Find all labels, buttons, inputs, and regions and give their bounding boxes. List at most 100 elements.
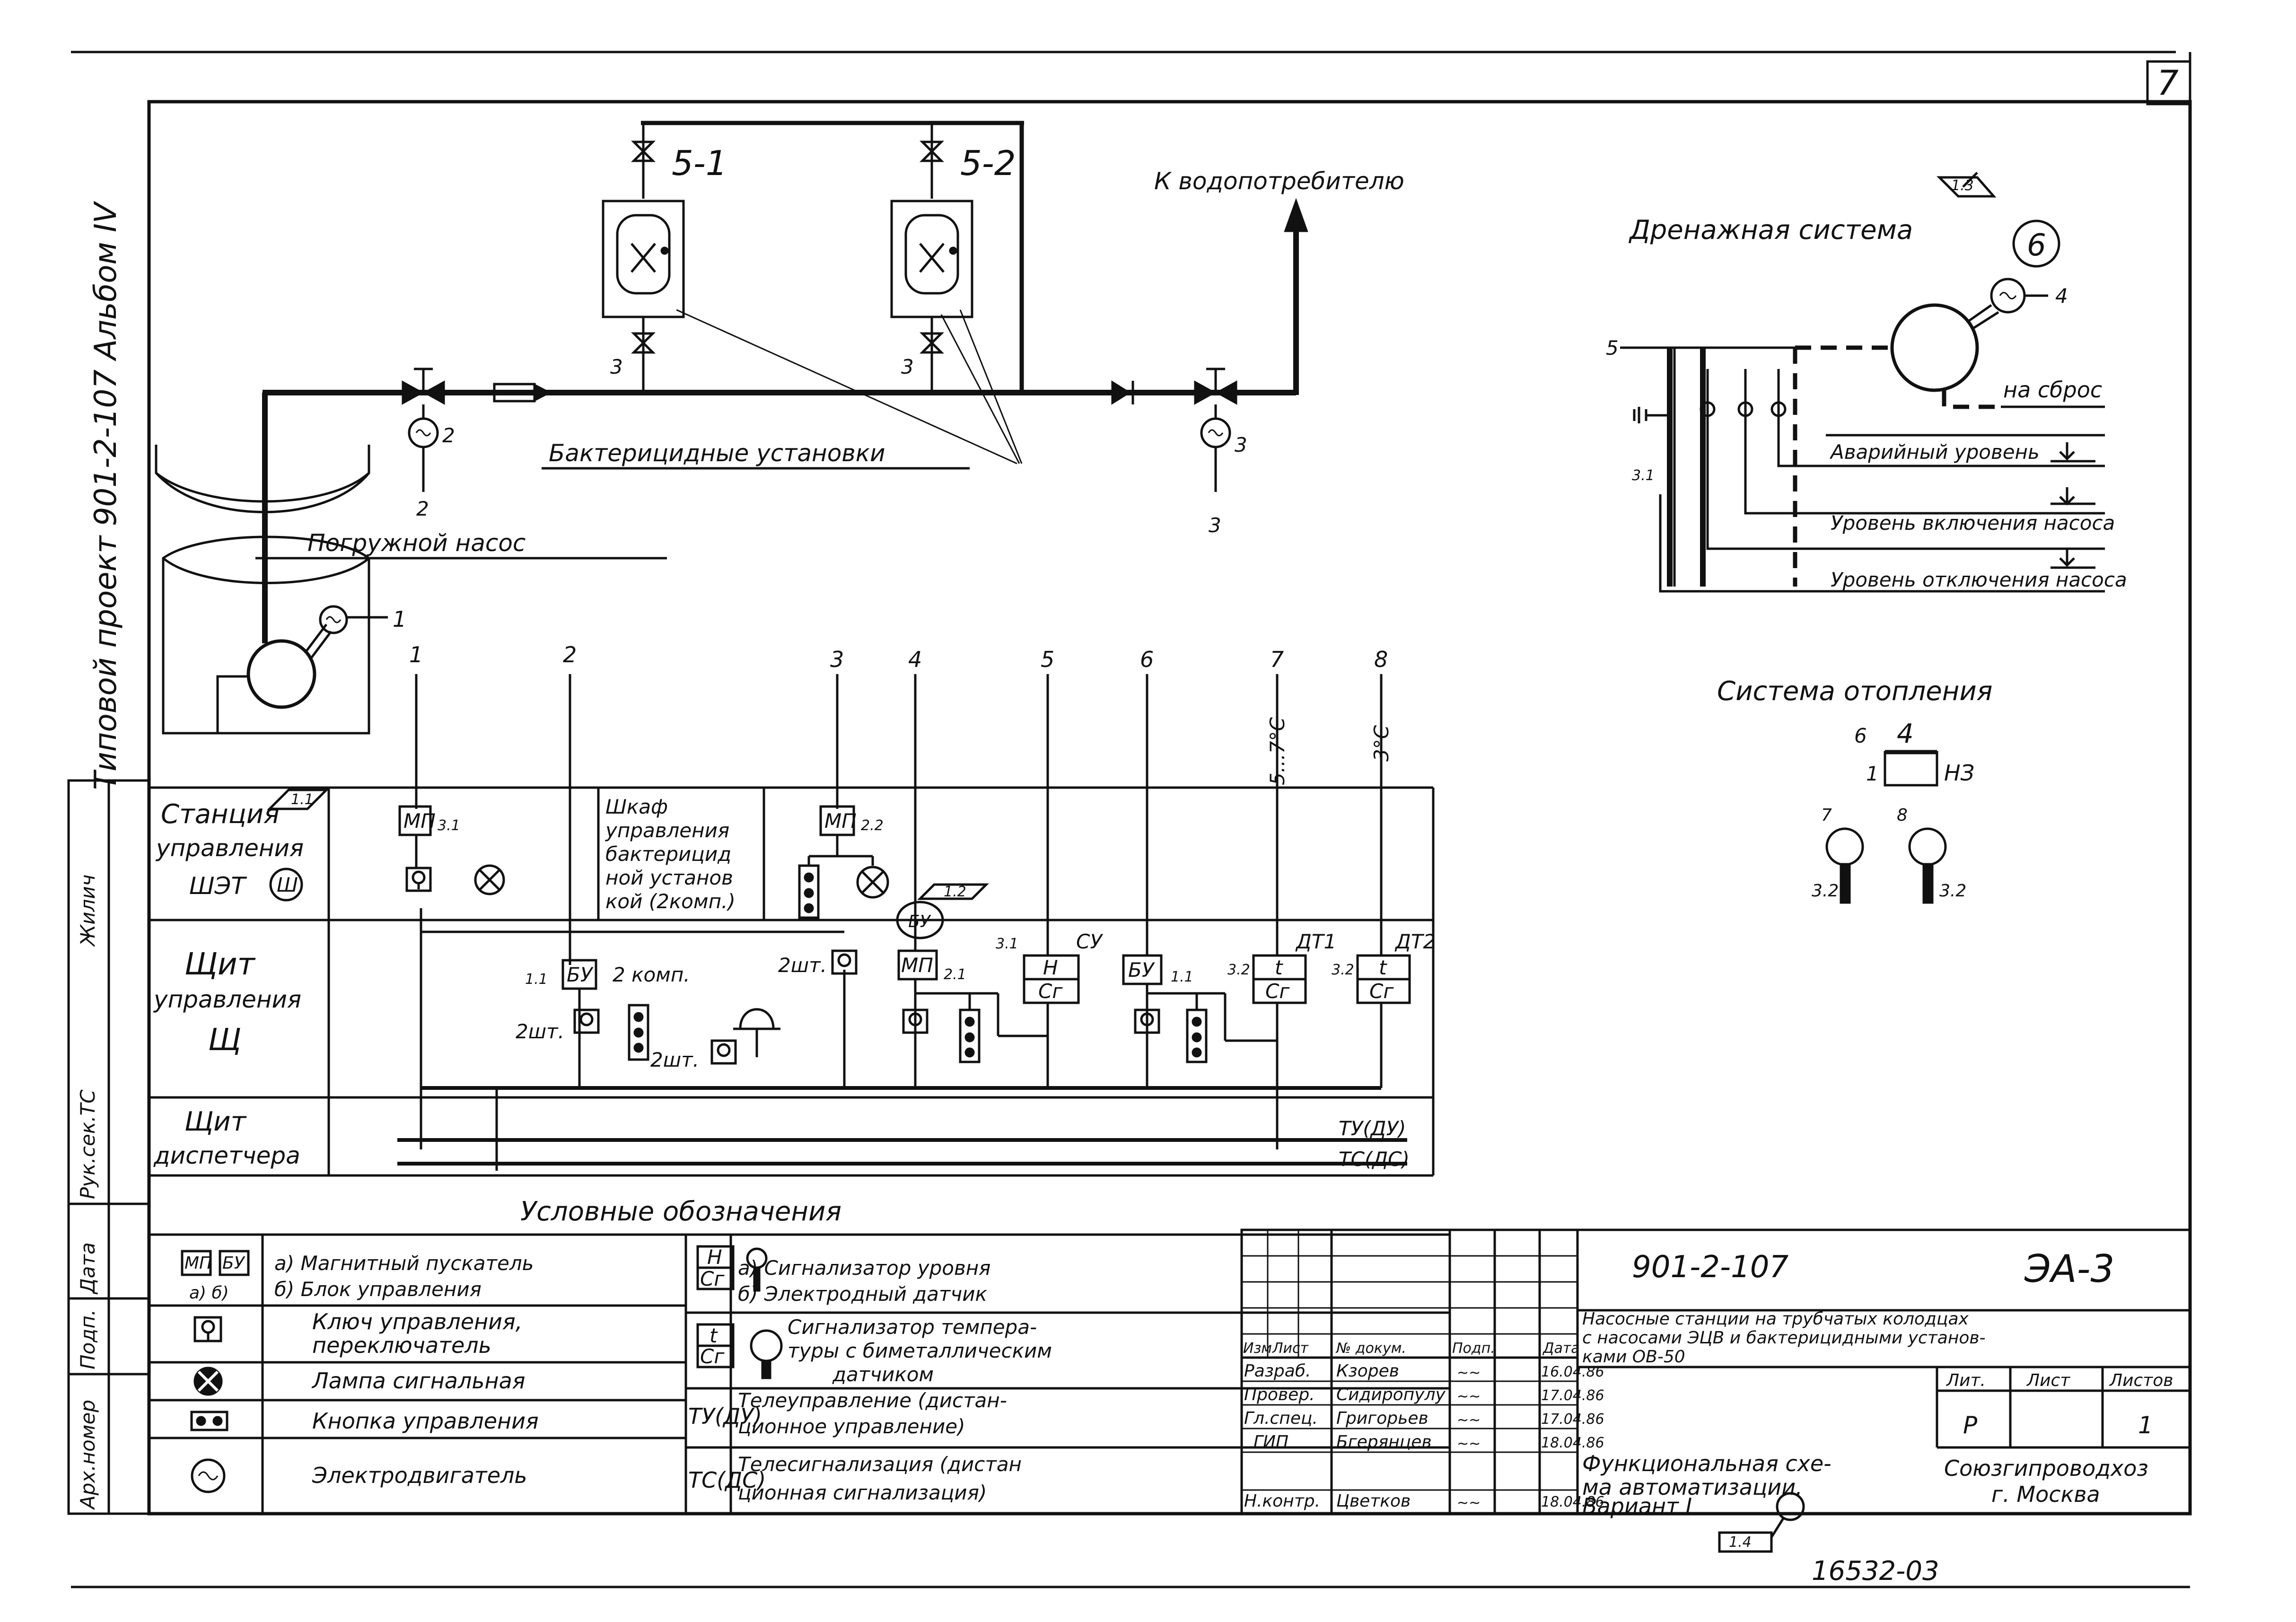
heating-tag-top: 4 [1897, 719, 1914, 749]
motor-tag-2: 2 [442, 424, 455, 447]
consumer-caption: К водопотребителю [1154, 167, 1404, 195]
col-7: 7 [1270, 647, 1284, 672]
tb-h-izm: Изм [1243, 1340, 1272, 1357]
su-bot: Сг [1038, 980, 1063, 1003]
org-1: Союзгипроводхоз [1944, 1455, 2148, 1481]
album-title: Типовой проект 901-2-107 Альбом IV [88, 201, 123, 790]
lit-v-3: 1 [2138, 1412, 2153, 1439]
bactericidal-unit-2 [890, 123, 1024, 393]
su-tag: 3.1 [996, 936, 1018, 952]
col-2: 2 [563, 642, 577, 667]
tb-date-3: 17.04.86 [1541, 1411, 1604, 1428]
unit-tag-3a: 3 [610, 355, 623, 378]
legend-text-6a: а) Сигнализатор уровня [738, 1256, 990, 1280]
unit-tag-3b: 3 [901, 355, 914, 378]
heating-tag-left: 6 [1854, 724, 1867, 747]
panel-devices [561, 883, 1411, 1065]
mp-2: МП [824, 809, 857, 833]
heating-title: Система отопления [1717, 676, 1992, 707]
legend-text-8b: ционное управление) [738, 1415, 965, 1438]
motor-3 [1200, 417, 1231, 492]
dt1-label: ДТ1 [1295, 930, 1336, 953]
legend-t-sym: t [710, 1324, 718, 1347]
tb-role-1: Разраб. [1244, 1361, 1311, 1381]
mp-2-tag: 2.2 [861, 817, 884, 834]
tb-role-2: Провер. [1244, 1385, 1315, 1404]
legend-text-9b: ционная сигнализация) [738, 1481, 987, 1504]
drainage-level-3: Уровень отключения насоса [1831, 568, 2127, 591]
tb-date-5: 18.04.86 [1541, 1494, 1604, 1510]
tb-h-doc: № докум. [1335, 1340, 1406, 1357]
tb-sig-3: ~~ [1457, 1412, 1481, 1429]
legend-text-1b: б) Блок управления [274, 1278, 482, 1301]
bu-ref: 1.2 [944, 884, 966, 900]
qty-3: 2шт. [778, 954, 827, 977]
lit-h-1: Лит. [1945, 1371, 1986, 1390]
left-approval-strip [67, 779, 150, 1515]
stamp-number: 16532-03 [1812, 1556, 1939, 1587]
strip-name: Жилич [76, 875, 99, 948]
legend-mp-sym: МП [184, 1254, 212, 1273]
legend-cr2-sym: Сг [700, 1345, 725, 1368]
motor-tag-1: 1 [393, 606, 406, 632]
row-station-2: управления [155, 834, 304, 862]
dt2-label: ДТ2 [1394, 930, 1436, 953]
heating-tag-one: 1 [1866, 762, 1879, 785]
drainage-title: Дренажная система [1628, 215, 1913, 245]
col-5: 5 [1041, 647, 1054, 672]
su-label: СУ [1076, 930, 1103, 953]
tb-name-2: Сидиропулу [1336, 1385, 1446, 1404]
legend-text-9a: Телесигнализация (дистан [738, 1453, 1022, 1476]
lit-v-1: Р [1963, 1412, 1978, 1439]
tb-title-3: Вариант I [1582, 1493, 1692, 1519]
row-dispatch-2: диспетчера [153, 1142, 300, 1169]
legend-text-8a: Телеуправление (дистан- [738, 1389, 1007, 1412]
bactericidal-unit-1 [602, 121, 1024, 393]
bu-1: БУ [567, 963, 594, 986]
qty-2: 2шт. [650, 1048, 699, 1071]
bu-1-tag: 1.1 [525, 971, 548, 988]
row-station-badge-text: Ш [277, 873, 298, 896]
dt1-top: t [1275, 956, 1283, 979]
dt1-bot: Сг [1265, 980, 1290, 1003]
station-devices [398, 805, 889, 919]
tb-sig-5: ~~ [1457, 1495, 1481, 1511]
heating-sensor-7: 7 [1821, 806, 1832, 825]
legend-text-7c: датчиком [832, 1363, 934, 1386]
strip-sign: Подп. [76, 1309, 99, 1369]
legend-text-2b: переключатель [312, 1333, 491, 1358]
drainage-motor-tag: 4 [2055, 284, 2068, 307]
heating-sensor-8: 8 [1897, 806, 1908, 825]
tb-subject-3: ками ОВ-50 [1582, 1347, 1685, 1367]
legend-cr-sym: Сг [700, 1267, 725, 1290]
dt1-tag: 3.2 [1227, 962, 1250, 978]
tb-sig-4: ~~ [1457, 1436, 1481, 1452]
dt2-bot: Сг [1369, 980, 1394, 1003]
bu-2-tag: 1.1 [1171, 969, 1193, 985]
row-station-badge [269, 868, 303, 902]
heating-tag-no: НЗ [1944, 760, 1974, 786]
mp-1-tag: 3.1 [438, 817, 460, 834]
variant-ref-box [1718, 1531, 1773, 1553]
drainage-node-tag: 3.1 [1632, 467, 1655, 484]
row-panel-1: Щит [184, 947, 256, 982]
legend-ts-sym: ТС(ДС) [688, 1467, 766, 1493]
legend-text-7b: туры с биметаллическим [788, 1339, 1052, 1362]
legend-title: Условные обозначения [520, 1196, 841, 1227]
control-matrix-grid [149, 674, 1435, 1177]
row-station-ref: 1.1 [291, 791, 314, 808]
legend-tu-sym: ТУ(ДУ) [688, 1403, 762, 1429]
row-panel-2: управления [153, 986, 301, 1013]
tb-h-sign: Подп. [1452, 1340, 1495, 1357]
mp-1: МП [403, 809, 436, 833]
col-8-temp: 3°С [1370, 725, 1393, 762]
unit-label-5-2: 5-2 [960, 143, 1016, 183]
row-station-3: ШЭТ [189, 872, 247, 900]
tb-name-5: Цветков [1336, 1491, 1411, 1511]
tb-name-1: Кзорев [1336, 1361, 1399, 1381]
cabinet-2: управления [605, 819, 729, 842]
bu-1-note: 2 комп. [613, 963, 690, 986]
drainage-level-2: Уровень включения насоса [1831, 511, 2115, 535]
tb-role-5: Н.контр. [1244, 1491, 1320, 1511]
